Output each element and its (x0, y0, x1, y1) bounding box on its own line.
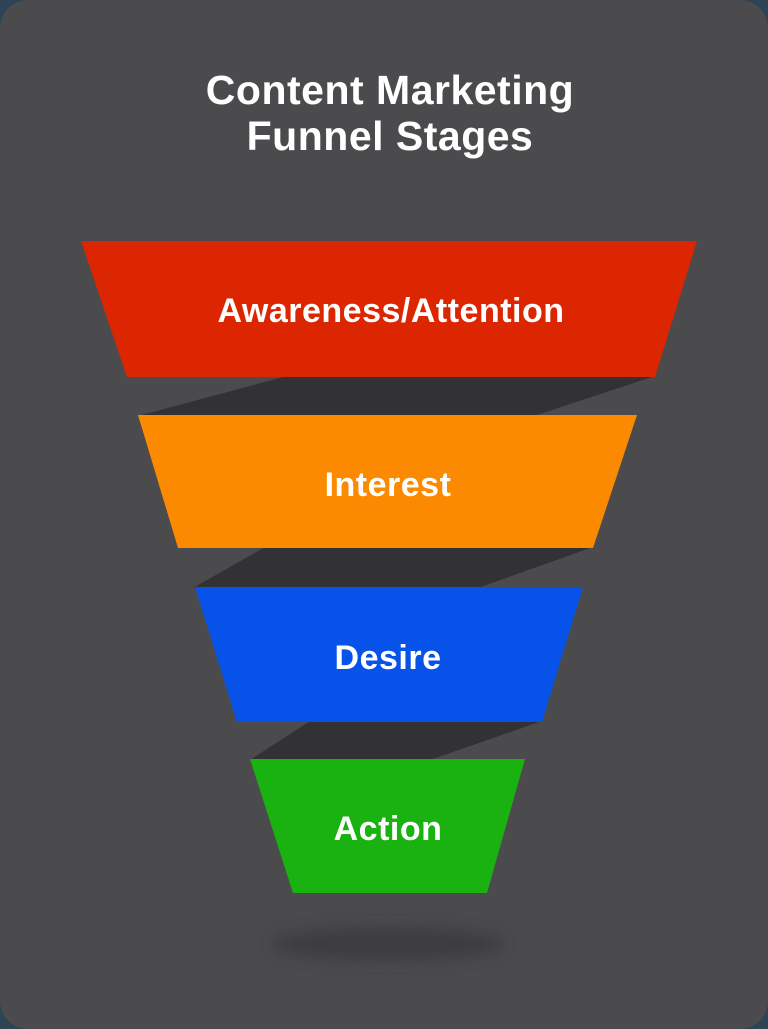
funnel-stage-desire (195, 587, 583, 722)
funnel-stage-desire-label: Desire (335, 639, 442, 677)
funnel-stage-awareness (81, 241, 697, 377)
fold-shadow-2 (193, 547, 593, 588)
page-title-line-2: Funnel Stages (247, 113, 534, 159)
funnel-stage-interest (138, 415, 637, 548)
fold-shadow-1 (138, 376, 655, 416)
ground-shadow (270, 927, 506, 961)
funnel-stage-interest-label: Interest (325, 466, 452, 504)
funnel-stage-awareness-label: Awareness/Attention (217, 292, 564, 330)
fold-shadow-3 (250, 721, 542, 760)
funnel-stage-action (250, 759, 525, 893)
page-title-line-1: Content Marketing (206, 67, 574, 113)
funnel-stage-action-label: Action (334, 810, 443, 848)
